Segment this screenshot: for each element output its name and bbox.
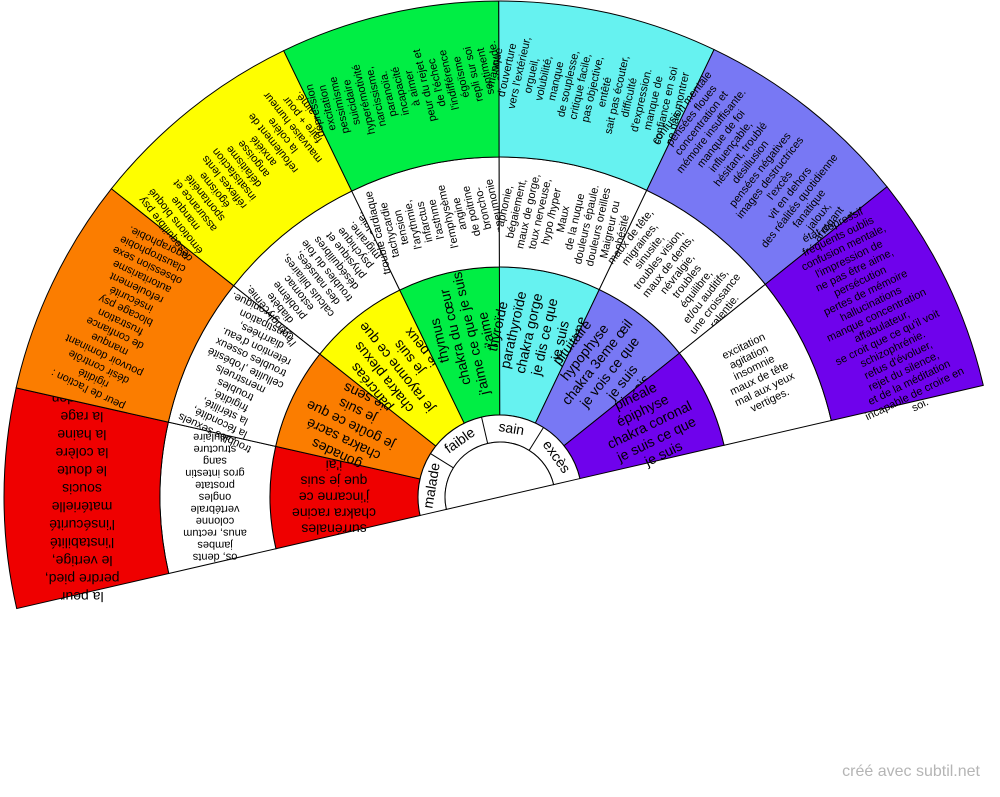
emotions-text-line: le doute xyxy=(57,463,107,479)
hub-divider xyxy=(481,416,489,444)
health-text-line: ongles xyxy=(198,491,231,503)
emotions-text: la peur perdre pied, le vertige, l'instabil… xyxy=(44,391,119,605)
health-text-line: sang xyxy=(203,455,227,467)
health-text-line: os, dents xyxy=(192,551,237,563)
emotions-text-line: le vertige, xyxy=(52,553,113,569)
health-text: os, dentsjambesanus, rectumcolonnevertéb… xyxy=(183,431,247,563)
chakra-text-line: j'ai xyxy=(326,457,344,473)
health-text-line: prostate xyxy=(195,479,235,491)
hub-hole xyxy=(444,441,555,510)
emotions-cell xyxy=(764,186,984,422)
emotions-text-line: perdre pied, xyxy=(45,571,120,587)
health-text-line: structure xyxy=(194,443,237,455)
credit-text: créé avec subtil.net xyxy=(842,763,980,780)
health-text: trouble cardiaquetachycardietensionl'ary… xyxy=(363,163,511,276)
health-text-line: colonne xyxy=(196,515,235,527)
chakra-text-line: surrénales xyxy=(301,521,366,537)
sector-gorge: thyroïdeparathyroïdechakra gorgeje dis c… xyxy=(484,0,715,424)
emotions-text: dépressionexcitationpessimismesuicidaire… xyxy=(301,31,512,148)
emotions-text-line: la rage xyxy=(60,409,103,425)
emotions-text-line: la colère xyxy=(55,445,108,461)
hub-label-malade: malade xyxy=(419,461,442,509)
emotions-text-line: la peur xyxy=(60,589,103,605)
emotions-text-line: l'instabilité xyxy=(50,535,114,551)
chakra-text-line: que je suis xyxy=(300,473,367,489)
health-text-line: anus, rectum xyxy=(183,527,247,539)
emotions-text-line: matérielle xyxy=(51,499,112,515)
emotions-text-line: l'insécurité xyxy=(49,517,115,533)
sectors-layer: surrénaleschakra racinej'incarne ceque j… xyxy=(3,0,984,610)
health-text: excitationagitationinsomniemaux de têtem… xyxy=(712,327,802,420)
state-hub: malade faible sain excès xyxy=(417,414,581,517)
chakra-text: surrénaleschakra racinej'incarne ceque j… xyxy=(292,457,376,537)
health-text: l'hypoglycémie.diabèteproblèmeestomaccal… xyxy=(242,199,402,349)
sector-coronal: pinéaleépiphysechakra coronalje suis ce … xyxy=(563,186,984,480)
chakra-text-line: j'incarne ce xyxy=(299,489,371,505)
health-text-line: vertébrale xyxy=(191,503,240,515)
chakra-text-line: chakra racine xyxy=(292,505,376,521)
emotions-text-line: la haine xyxy=(57,427,106,443)
health-text: aphonie,bégaiement,maux de gorge,toux ne… xyxy=(490,165,637,273)
sector-coeur: thymuschakra du cœurj'aime ce que je sui… xyxy=(283,0,512,424)
hub-label-sain: sain xyxy=(498,418,526,438)
sector-plexus: pancréaschakra plexusje rayonne ce queje… xyxy=(110,49,465,447)
emotions-text-line: soucis xyxy=(62,481,102,497)
health-text-line: jambes xyxy=(197,539,234,551)
chakra-text: thymuschakra du cœurj'aime ce que je sui… xyxy=(417,267,508,405)
hub-divider xyxy=(528,427,544,451)
sector-sacre: gonadeschakra sacréje goûte ce queje sui… xyxy=(15,188,437,480)
sector-racine: surrénaleschakra racinej'incarne ceque j… xyxy=(3,387,421,610)
hub-divider xyxy=(430,453,454,469)
health-text-line: gros intestin xyxy=(185,467,244,479)
health-text-line: Maux xyxy=(555,204,573,233)
